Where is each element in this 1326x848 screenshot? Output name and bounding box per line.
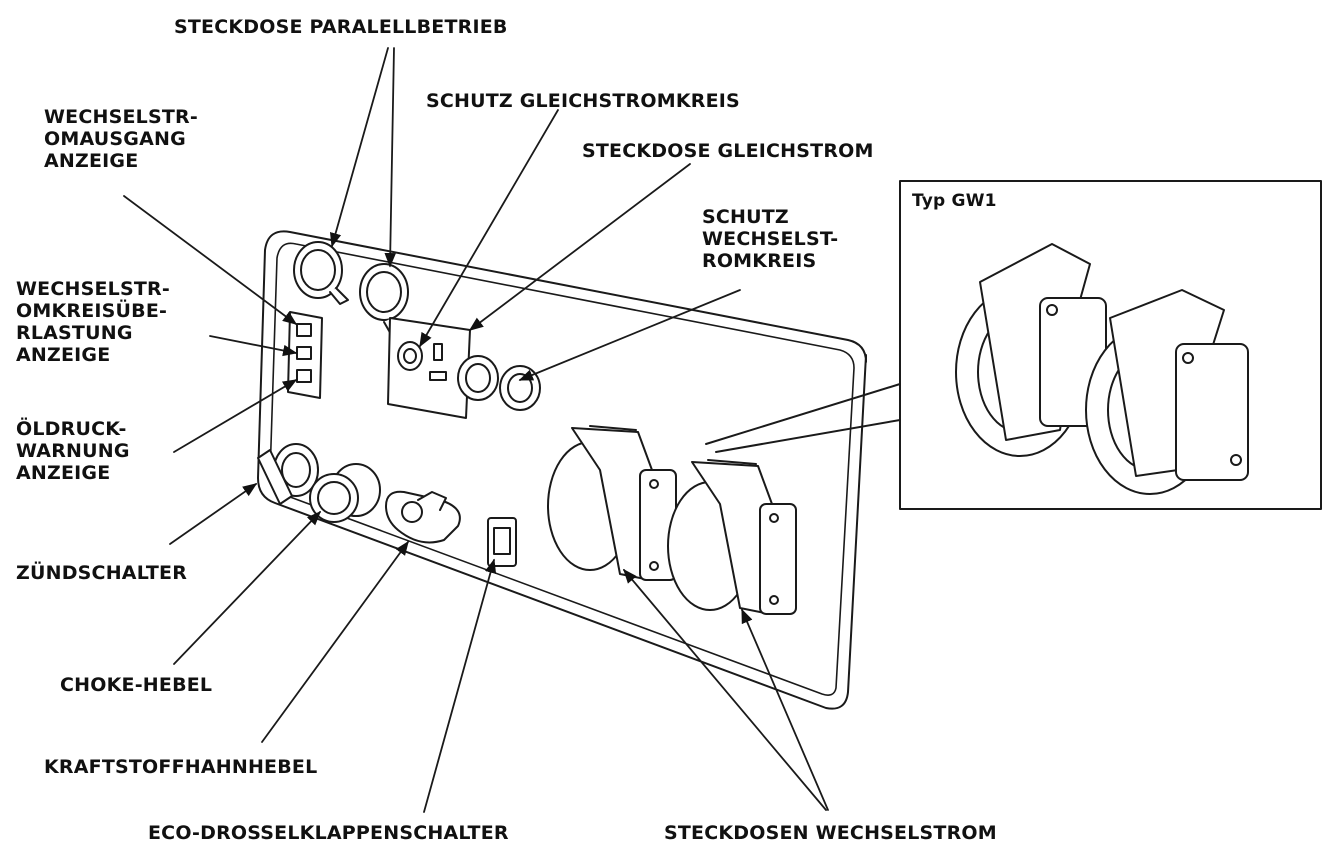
- label-ac-sockets: STECKDOSEN WECHSELSTROM: [664, 822, 997, 844]
- arrow-ac-protect: [518, 289, 741, 381]
- label-ac-protection: SCHUTZ WECHSELST- ROMKREIS: [702, 206, 839, 272]
- arrow-ac-output: [123, 195, 298, 325]
- eco-switch: [487, 517, 517, 567]
- label-choke-lever: CHOKE-HEBEL: [60, 674, 213, 696]
- ignition-switch: [257, 443, 319, 505]
- arrow-ignition: [169, 483, 258, 545]
- inset-title: Typ GW1: [912, 191, 997, 211]
- inset-socket-right: [1085, 289, 1249, 495]
- indicator-lamps: [287, 311, 323, 399]
- label-oil-warning: ÖLDRUCK- WARNUNG ANZEIGE: [16, 418, 130, 484]
- label-parallel-socket: STECKDOSE PARALELLBETRIEB: [174, 16, 508, 38]
- label-dc-socket: STECKDOSE GLEICHSTROM: [582, 140, 874, 162]
- arrow-dc-socket: [468, 163, 691, 331]
- arrow-oil: [173, 379, 298, 453]
- label-fuel-lever: KRAFTSTOFFHAHNHEBEL: [44, 756, 318, 778]
- label-dc-protection: SCHUTZ GLEICHSTROMKREIS: [426, 90, 740, 112]
- fuel-lever: [385, 490, 461, 544]
- arrow-overload: [209, 335, 298, 357]
- leader-lines: [123, 47, 829, 813]
- arrow-choke: [173, 510, 321, 665]
- ac-socket-right: [667, 459, 797, 615]
- label-overload-indicator: WECHSELSTR- OMKREISÜBE- RLASTUNG ANZEIGE: [16, 278, 170, 366]
- label-eco-switch: ECO-DROSSELKLAPPENSCHALTER: [148, 822, 509, 844]
- choke-knob: [309, 463, 381, 523]
- ac-breaker: [457, 355, 541, 411]
- arrow-fuel: [261, 540, 409, 743]
- dc-module: [387, 317, 471, 419]
- parallel-socket-left: [293, 241, 349, 305]
- arrow-ac-socket-right: [741, 608, 829, 811]
- arrow-parallel-right: [384, 47, 396, 268]
- inset-socket-left: [955, 243, 1107, 457]
- arrow-parallel-left: [329, 47, 389, 248]
- label-ignition-switch: ZÜNDSCHALTER: [16, 562, 188, 584]
- label-ac-output-indicator: WECHSELSTR- OMAUSGANG ANZEIGE: [44, 106, 198, 172]
- control-panel: [257, 230, 867, 710]
- ac-socket-left: [547, 425, 677, 581]
- arrow-eco: [423, 558, 497, 813]
- arrow-ac-socket-left: [623, 568, 827, 811]
- arrow-dc-protect: [419, 109, 559, 348]
